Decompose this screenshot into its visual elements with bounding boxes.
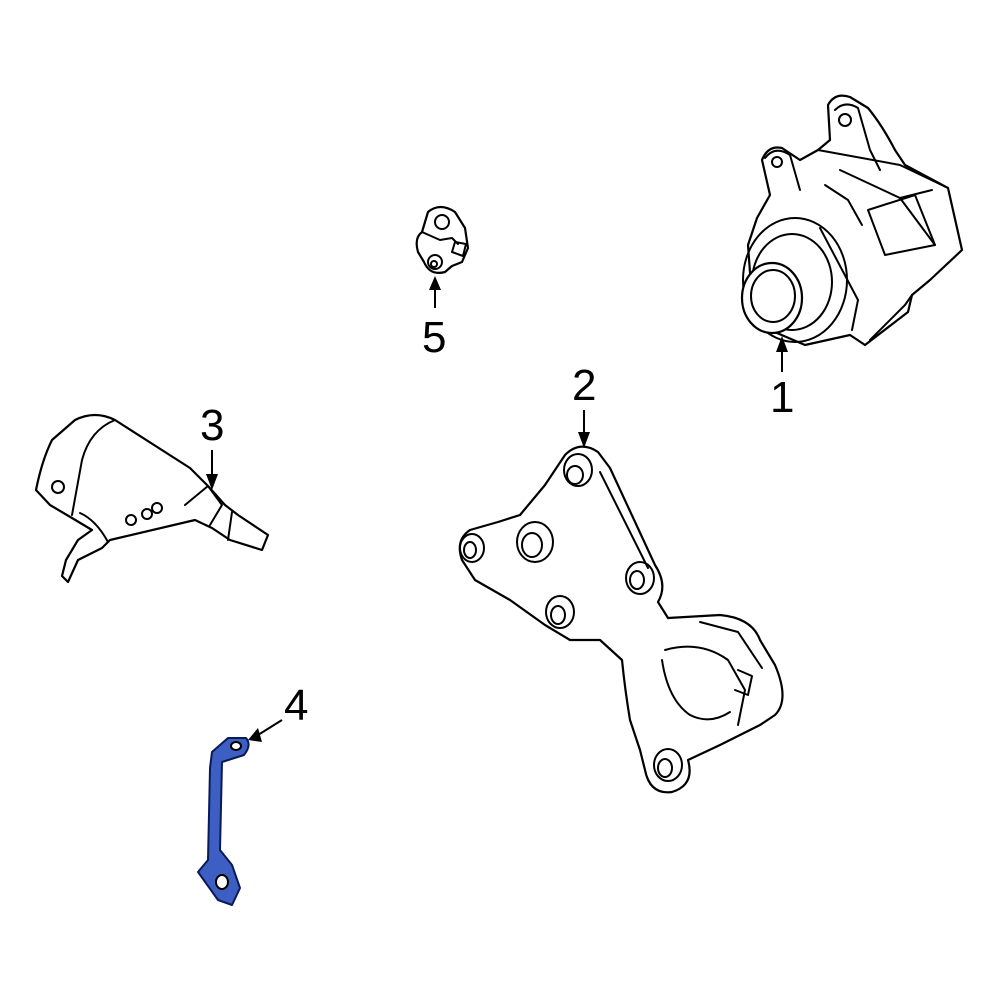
- callout-3: 3: [200, 401, 224, 490]
- callout-1: 1: [770, 336, 794, 422]
- shield-part[interactable]: [34, 413, 270, 584]
- alternator-part[interactable]: [740, 94, 964, 347]
- callout-5: 5: [422, 276, 446, 362]
- callout-4: 4: [248, 681, 308, 742]
- bracket-part[interactable]: [458, 445, 784, 794]
- brace-part[interactable]: [197, 737, 250, 906]
- callout-1-label: 1: [770, 373, 794, 422]
- callout-2: 2: [572, 361, 596, 448]
- callout-2-label: 2: [572, 361, 596, 410]
- clip-part[interactable]: [415, 205, 470, 274]
- callout-5-label: 5: [422, 313, 446, 362]
- callout-4-label: 4: [284, 681, 308, 730]
- callout-3-label: 3: [200, 401, 224, 450]
